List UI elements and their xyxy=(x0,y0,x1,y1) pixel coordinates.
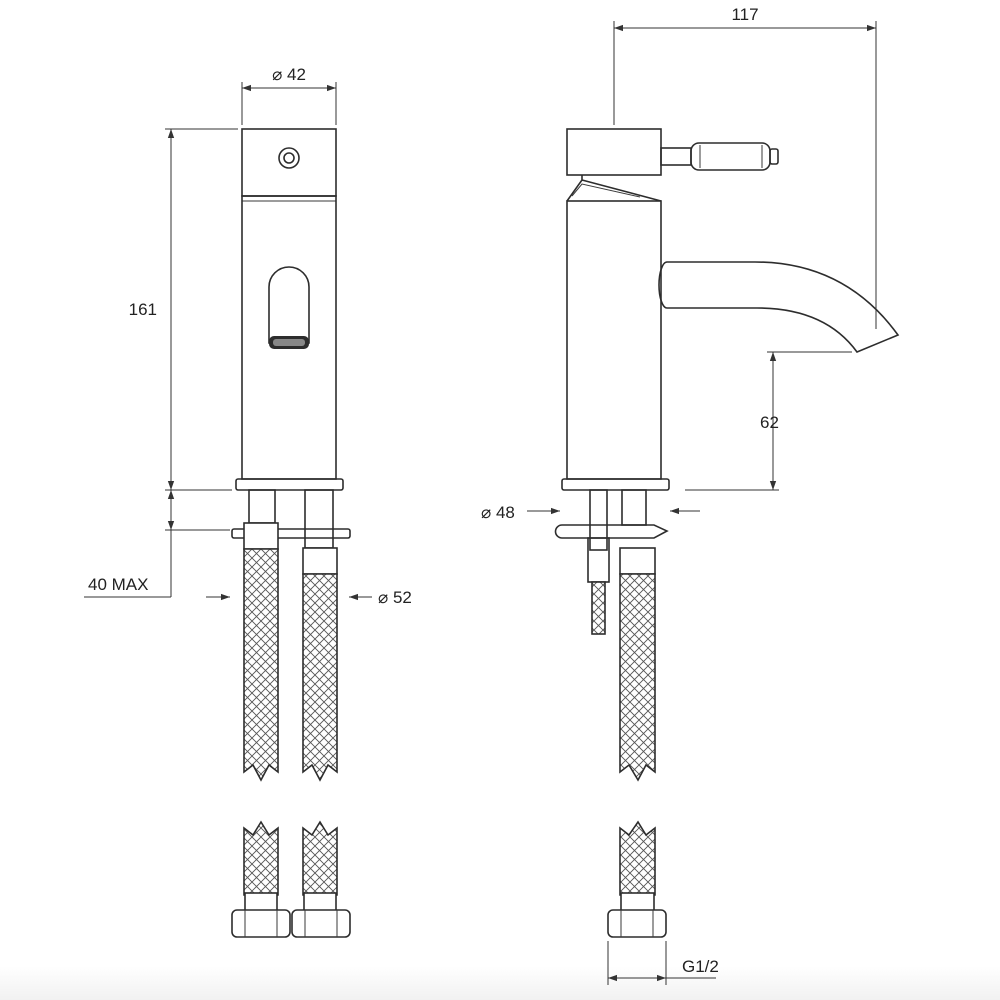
side-bottom-nut xyxy=(607,909,667,938)
side-nut xyxy=(619,547,656,575)
front-spout-opening xyxy=(268,266,310,344)
side-stud-hose xyxy=(621,489,647,526)
side-cap-wedge-shade xyxy=(571,183,641,198)
label-connection-thread: G1/2 xyxy=(682,957,719,976)
front-ferrule-right xyxy=(303,892,337,912)
front-stud-right xyxy=(304,489,334,549)
label-overall-height: 161 xyxy=(129,300,157,319)
side-spout xyxy=(658,261,900,353)
side-ferrule xyxy=(620,892,655,912)
front-hose-right-upper xyxy=(302,573,338,782)
side-hose-lower xyxy=(619,820,656,896)
side-lever-grip xyxy=(690,142,771,171)
front-hose-left-upper xyxy=(243,548,279,782)
side-body xyxy=(566,200,662,480)
front-nut-left xyxy=(243,522,279,550)
side-hose-upper xyxy=(619,573,656,782)
front-bottom-nut-right xyxy=(291,909,351,938)
front-indicator-ring-inner xyxy=(283,152,295,164)
side-stud-threaded xyxy=(589,489,608,551)
side-base-ring xyxy=(561,478,670,491)
front-hose-left-lower xyxy=(243,820,279,896)
side-rod-collar xyxy=(587,537,610,583)
bottom-fade xyxy=(0,966,1000,1000)
front-indicator-ring-outer xyxy=(278,147,300,169)
side-fixing-plate xyxy=(554,524,669,539)
side-cap-wedge xyxy=(566,175,662,202)
side-dimensions xyxy=(527,21,877,985)
side-lever-stem xyxy=(660,147,692,166)
front-view xyxy=(231,128,351,938)
label-spout-height: 62 xyxy=(760,413,779,432)
side-view xyxy=(554,128,900,938)
label-base-diameter: ⌀ 48 xyxy=(481,503,515,522)
label-hole-diameter: ⌀ 52 xyxy=(378,588,412,607)
front-hose-right-lower xyxy=(302,820,338,896)
front-aerator-mesh xyxy=(273,339,305,346)
label-body-diameter: ⌀ 42 xyxy=(272,65,306,84)
side-lever-tip xyxy=(769,148,779,165)
front-dimensions xyxy=(84,82,372,601)
front-fixing-plate xyxy=(231,528,351,539)
side-handle-cap xyxy=(566,128,662,176)
front-base-ring xyxy=(235,478,344,491)
dimension-labels: ⌀ 42 161 40 MAX ⌀ 52 ⌀ 48 117 62 G1/2 xyxy=(88,5,779,976)
front-nut-right xyxy=(302,547,338,575)
front-ferrule-left xyxy=(244,892,278,912)
front-bottom-nut-left xyxy=(231,909,291,938)
label-projection: 117 xyxy=(731,5,758,24)
front-stud-left xyxy=(248,489,276,524)
side-rod xyxy=(591,581,606,635)
label-max-deck-thickness: 40 MAX xyxy=(88,575,148,594)
